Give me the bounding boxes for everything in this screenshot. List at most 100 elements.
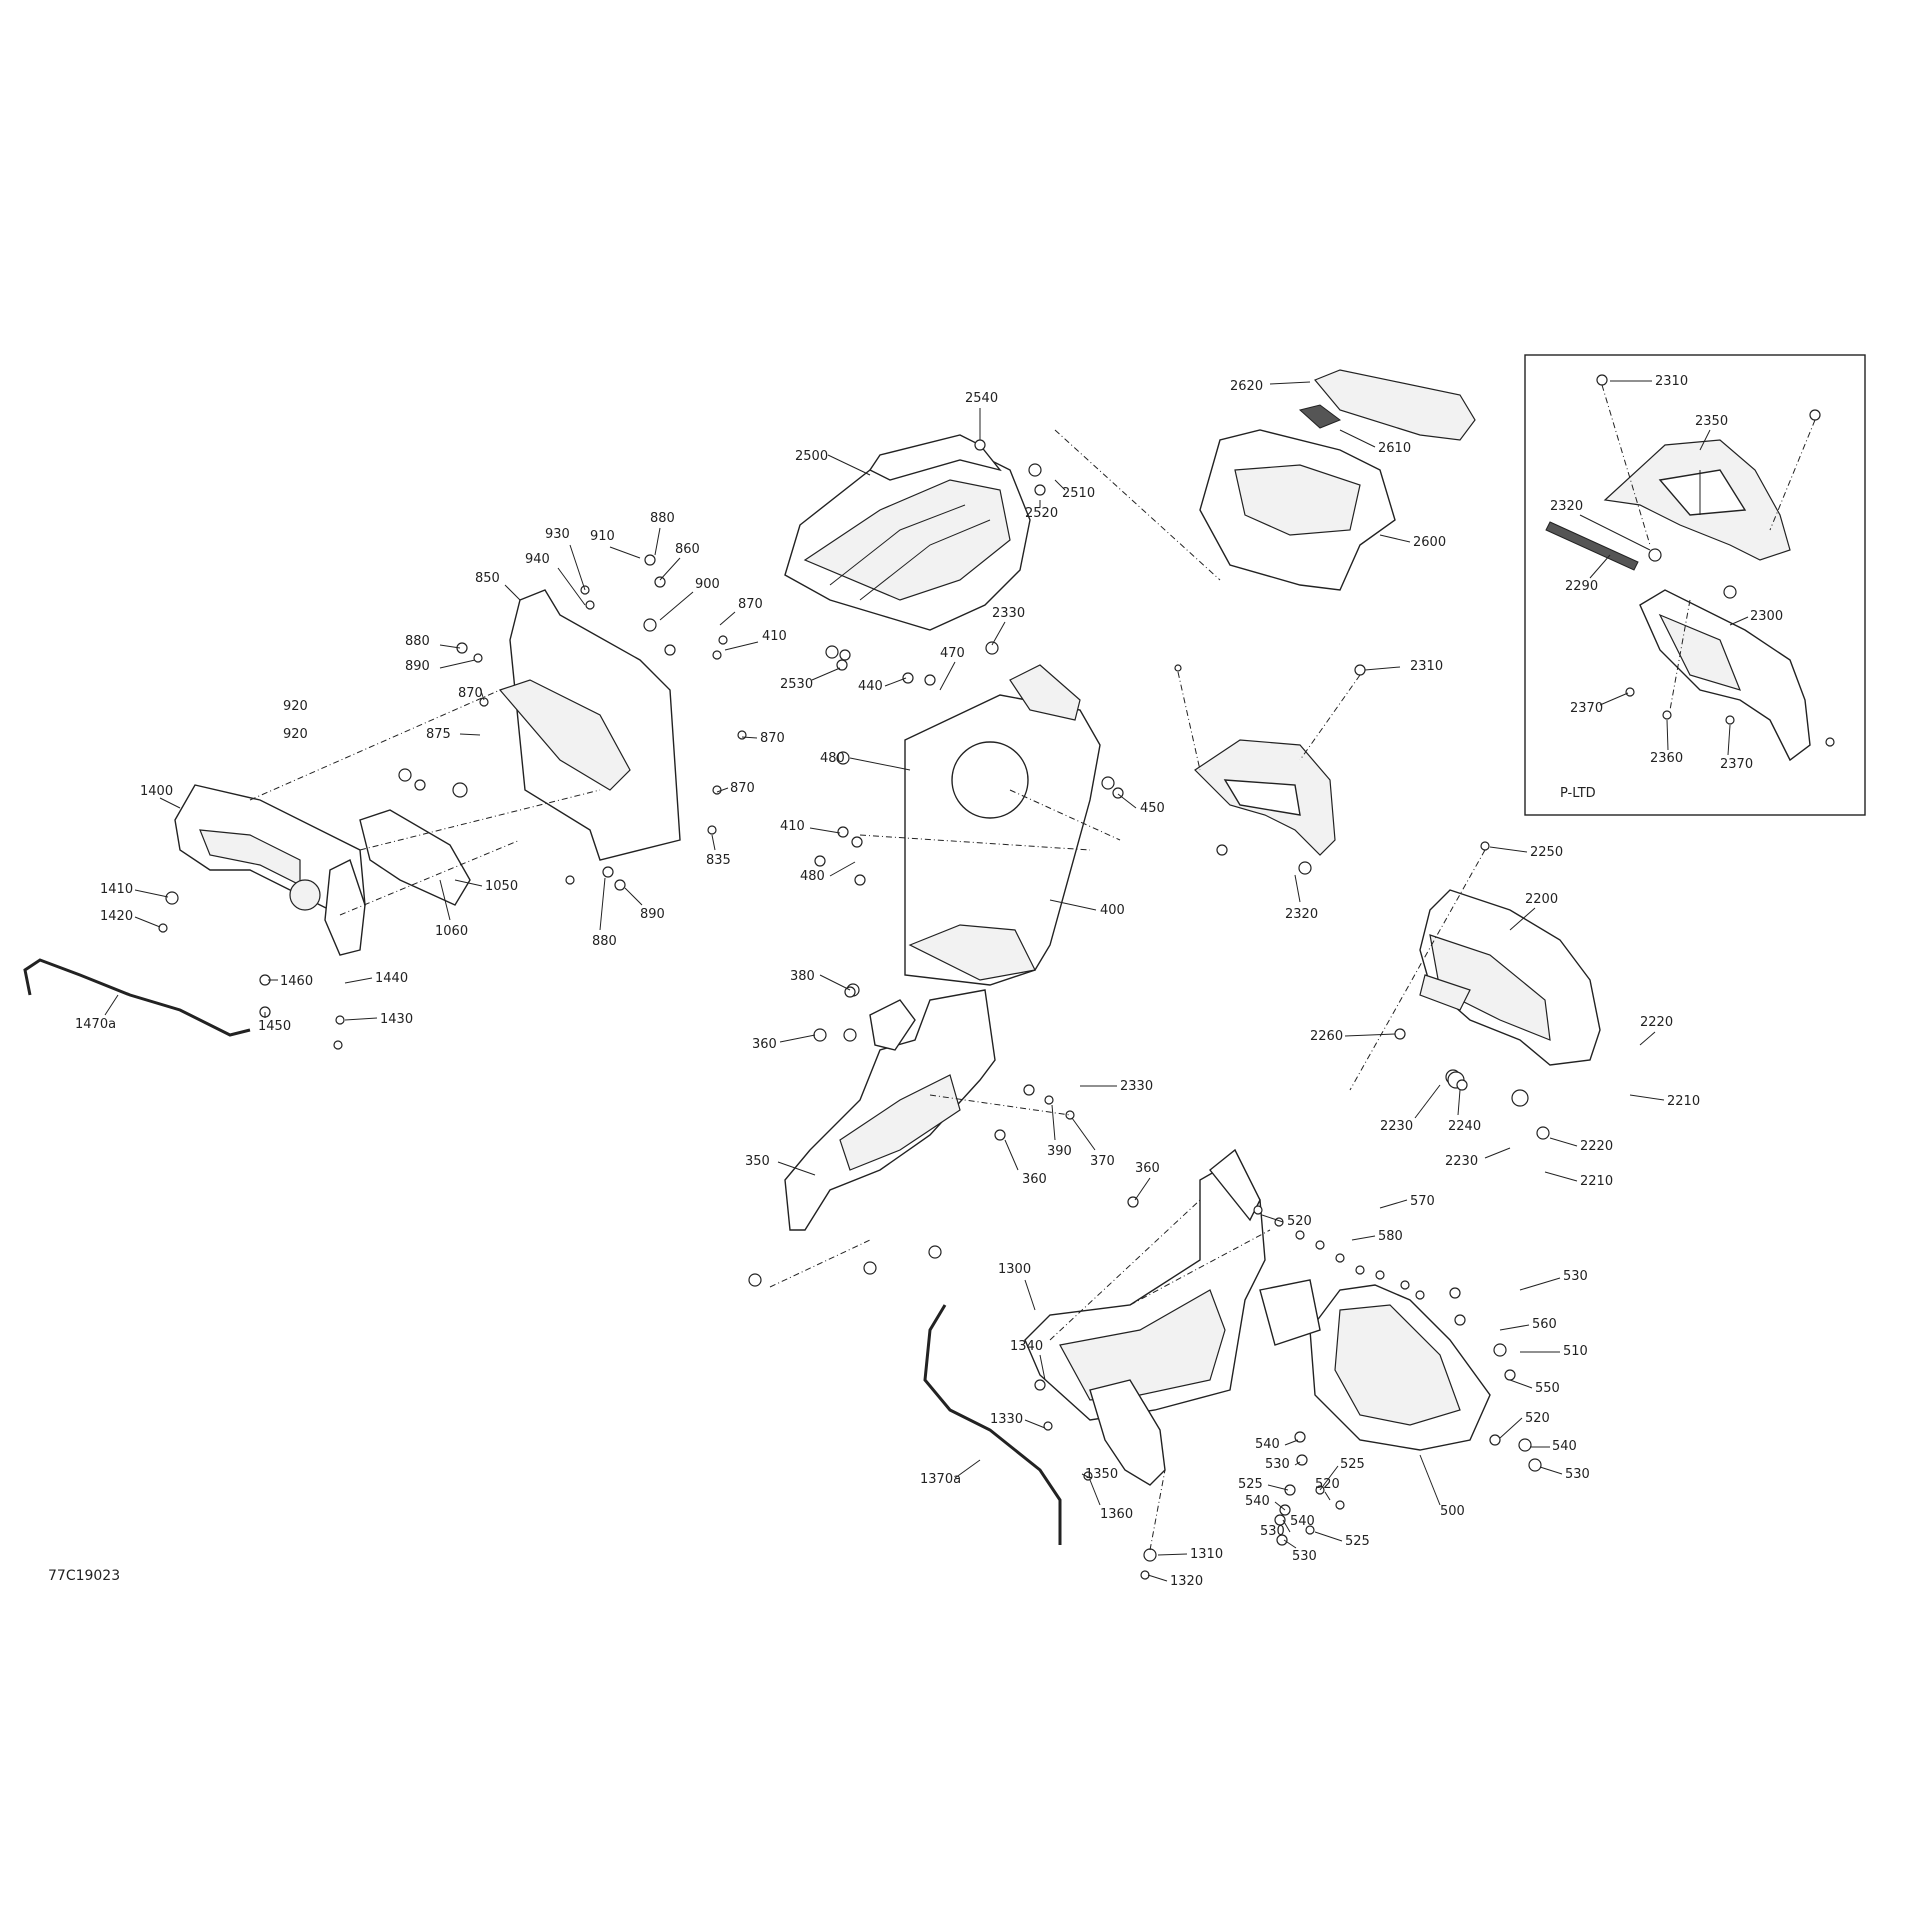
label-560: 560: [1532, 1317, 1557, 1332]
label-2230-a: 2230: [1380, 1119, 1413, 1134]
inset-strip-2290: [1545, 521, 1639, 571]
label-380: 380: [790, 969, 815, 984]
label-360-b: 360: [1022, 1172, 1047, 1187]
label-2370-a: 2370: [1570, 701, 1603, 716]
label-870-c: 870: [760, 731, 785, 746]
part-2600-tray: [1199, 429, 1396, 591]
label-1330: 1330: [990, 1412, 1023, 1427]
label-525-c: 525: [1345, 1534, 1370, 1549]
part-1300-crossmember: [1024, 1148, 1266, 1421]
label-920-b: 920: [283, 727, 308, 742]
label-2620: 2620: [1230, 379, 1263, 394]
label-520-a: 520: [1287, 1214, 1312, 1229]
label-2220-b: 2220: [1580, 1139, 1613, 1154]
label-350: 350: [745, 1154, 770, 1169]
part-850-bracket-plate: [498, 589, 681, 861]
label-1360: 1360: [1100, 1507, 1133, 1522]
label-880-bottom: 880: [592, 934, 617, 949]
label-940: 940: [525, 552, 550, 567]
part-1370a-cable: [923, 1304, 1062, 1545]
label-1370a: 1370a: [920, 1472, 961, 1487]
assembly-leaders: [249, 671, 1486, 1551]
label-1460: 1460: [280, 974, 313, 989]
part-2620-bar: [1314, 369, 1476, 441]
label-2290: 2290: [1565, 579, 1598, 594]
label-540-b: 540: [1552, 1439, 1577, 1454]
part-500-rear-frame: [1259, 1279, 1491, 1451]
label-1050: 1050: [485, 879, 518, 894]
inset-lower-panel-2300: [1639, 589, 1811, 762]
label-1440: 1440: [375, 971, 408, 986]
label-2360: 2360: [1650, 751, 1683, 766]
label-2330-top: 2330: [992, 606, 1025, 621]
label-400: 400: [1100, 903, 1125, 918]
label-2600: 2600: [1413, 535, 1446, 550]
label-510: 510: [1563, 1344, 1588, 1359]
label-2200: 2200: [1525, 892, 1558, 907]
label-2220-a: 2220: [1640, 1015, 1673, 1030]
label-835: 835: [706, 853, 731, 868]
inset-hood-cover-2350: [1603, 439, 1791, 561]
label-2500: 2500: [795, 449, 828, 464]
label-860: 860: [675, 542, 700, 557]
inset-frame-p-ltd: [1524, 354, 1866, 816]
label-2310-inset: 2310: [1655, 374, 1688, 389]
label-875: 875: [426, 727, 451, 742]
label-880-top: 880: [650, 511, 675, 526]
label-2540: 2540: [965, 391, 998, 406]
label-525-a: 525: [1340, 1457, 1365, 1472]
label-2530: 2530: [780, 677, 813, 692]
label-540-d: 540: [1290, 1514, 1315, 1529]
label-1320: 1320: [1170, 1574, 1203, 1589]
label-1310: 1310: [1190, 1547, 1223, 1562]
part-400-side-panel: [904, 664, 1101, 986]
label-2320-inset: 2320: [1550, 499, 1583, 514]
label-2240: 2240: [1448, 1119, 1481, 1134]
label-870-b: 870: [458, 686, 483, 701]
label-2210-a: 2210: [1667, 1094, 1700, 1109]
label-900: 900: [695, 577, 720, 592]
label-480-a: 480: [820, 751, 845, 766]
label-890-a: 890: [405, 659, 430, 674]
label-470: 470: [940, 646, 965, 661]
label-2370-b: 2370: [1720, 757, 1753, 772]
label-1350: 1350: [1085, 1467, 1118, 1482]
label-360-c: 360: [1135, 1161, 1160, 1176]
label-1470a: 1470a: [75, 1017, 116, 1032]
label-850: 850: [475, 571, 500, 586]
label-410-b: 410: [780, 819, 805, 834]
label-450: 450: [1140, 801, 1165, 816]
label-2260: 2260: [1310, 1029, 1343, 1044]
label-2350: 2350: [1695, 414, 1728, 429]
label-360-a: 360: [752, 1037, 777, 1052]
label-410-a: 410: [762, 629, 787, 644]
label-1420: 1420: [100, 909, 133, 924]
part-2200-bumper: [1419, 889, 1601, 1066]
part-labels: 2540 2500 2520 2510 2530 2620 2610 2600 …: [75, 374, 1783, 1589]
label-2510: 2510: [1062, 486, 1095, 501]
part-350-bracket: [784, 989, 996, 1231]
part-2610-clip: [1298, 404, 1342, 429]
part-1050-panel: [359, 809, 471, 906]
label-530-b: 530: [1265, 1457, 1290, 1472]
label-2230-b: 2230: [1445, 1154, 1478, 1169]
label-1060: 1060: [435, 924, 468, 939]
label-2300: 2300: [1750, 609, 1783, 624]
hardware-fasteners: [158, 439, 1550, 1580]
label-890-b: 890: [640, 907, 665, 922]
label-540-a: 540: [1255, 1437, 1280, 1452]
label-910: 910: [590, 529, 615, 544]
label-525-b: 525: [1238, 1477, 1263, 1492]
part-1350-bracket: [1089, 1379, 1166, 1486]
label-370: 370: [1090, 1154, 1115, 1169]
part-fender-panel: [1194, 739, 1336, 856]
inset-label-p-ltd: P-LTD: [1560, 786, 1596, 801]
leader-2500-2600: [1054, 429, 1221, 581]
label-540-c: 540: [1245, 1494, 1270, 1509]
label-440: 440: [858, 679, 883, 694]
label-550: 550: [1535, 1381, 1560, 1396]
label-500: 500: [1440, 1504, 1465, 1519]
label-520-c: 520: [1315, 1477, 1340, 1492]
label-480-b: 480: [800, 869, 825, 884]
label-2330-bottom: 2330: [1120, 1079, 1153, 1094]
